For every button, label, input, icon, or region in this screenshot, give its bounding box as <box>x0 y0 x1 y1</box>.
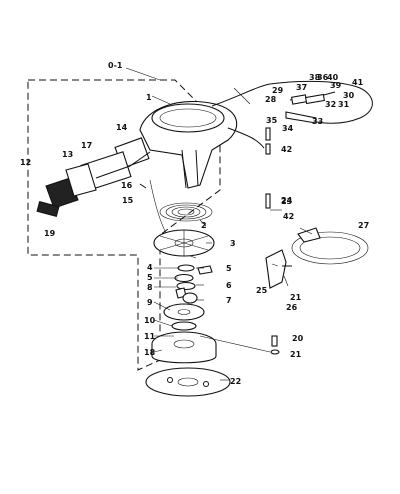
label-42a: 42 <box>281 145 292 154</box>
label-18: 18 <box>144 348 156 357</box>
label-29: 29 <box>272 86 284 95</box>
washer-and-pawl-stack <box>174 264 213 304</box>
callout-labels: 0-1 1 2 3 4 5 5 6 7 8 9 10 11 12 13 14 1… <box>20 61 369 386</box>
label-33: 33 <box>312 117 323 126</box>
label-34: 34 <box>282 124 294 133</box>
label-1: 1 <box>146 93 152 102</box>
label-10: 10 <box>144 316 156 325</box>
label-41: 41 <box>352 78 364 87</box>
label-15: 15 <box>122 196 134 205</box>
label-24: 24 <box>281 196 293 205</box>
label-3: 3 <box>230 239 236 248</box>
label-22: 22 <box>230 377 241 386</box>
label-26: 26 <box>286 303 298 312</box>
recoil-spring <box>159 202 213 222</box>
label-32: 32 <box>325 100 336 109</box>
label-39: 39 <box>330 81 342 90</box>
starter-handle-assembly <box>36 137 197 259</box>
label-11: 11 <box>144 332 156 341</box>
label-17: 17 <box>81 141 92 150</box>
label-2: 2 <box>201 221 207 230</box>
label-31: 31 <box>338 100 350 109</box>
leader-lines <box>125 67 313 381</box>
label-21b: 21 <box>290 350 302 359</box>
label-36: 36 <box>317 73 329 82</box>
label-5a: 5 <box>147 273 153 282</box>
label-16: 16 <box>121 181 133 190</box>
label-21a: 21 <box>290 293 302 302</box>
label-7: 7 <box>226 296 232 305</box>
label-35: 35 <box>266 116 278 125</box>
fasteners <box>139 127 280 355</box>
label-12: 12 <box>20 158 31 167</box>
label-group: 0-1 <box>108 61 123 70</box>
base-plate <box>145 367 231 397</box>
label-38: 38 <box>309 73 321 82</box>
label-9: 9 <box>147 298 153 307</box>
label-5b: 5 <box>226 264 232 273</box>
label-14: 14 <box>116 123 128 132</box>
rope-pulley <box>153 229 215 257</box>
bracket <box>265 249 292 289</box>
ratchet-cup <box>151 331 217 364</box>
cam-ring <box>291 227 369 265</box>
label-42b: 42 <box>283 212 294 221</box>
label-23: 23 <box>281 197 292 206</box>
label-13: 13 <box>62 150 73 159</box>
label-8: 8 <box>147 283 153 292</box>
label-40: 40 <box>327 73 339 82</box>
label-4: 4 <box>147 263 153 272</box>
starter-housing <box>139 100 238 189</box>
label-28: 28 <box>265 95 277 104</box>
label-27: 27 <box>358 221 369 230</box>
cable-assembly <box>211 80 373 149</box>
label-37: 37 <box>296 83 307 92</box>
label-20: 20 <box>292 334 304 343</box>
label-30: 30 <box>343 91 355 100</box>
label-19: 19 <box>44 229 56 238</box>
label-6: 6 <box>226 281 232 290</box>
label-25: 25 <box>256 286 268 295</box>
